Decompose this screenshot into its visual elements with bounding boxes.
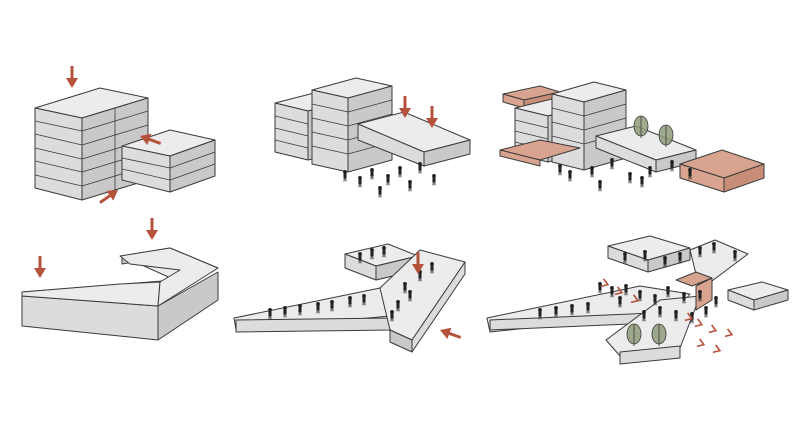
red-arrow-icon [146, 218, 158, 240]
person-figure-icon [704, 306, 708, 318]
tree-icon [626, 323, 642, 346]
bridge-slab [595, 125, 697, 173]
l-shaped-slab [21, 247, 219, 341]
tall-block-right [551, 81, 627, 171]
person-figure-icon [714, 296, 718, 308]
red-arrow-icon [399, 96, 411, 118]
red-arrow-icon [426, 106, 438, 128]
person-figure-icon [558, 164, 562, 176]
bridge-slab [357, 111, 471, 167]
right-pavilion [727, 281, 789, 311]
upper-left-block [607, 235, 691, 273]
person-figure-icon [598, 180, 602, 192]
red-arrow-icon [696, 338, 706, 348]
diagram-massing-step-3 [499, 81, 765, 193]
arrow-layer [34, 66, 734, 354]
red-arrow-icon [440, 327, 462, 340]
red-arrow-icon [712, 344, 722, 354]
person-figure-icon [670, 160, 674, 172]
person-figure-icon [378, 186, 382, 198]
person-figure-icon [640, 176, 644, 188]
diagram-massing-step-4 [21, 247, 219, 341]
person-figure-icon [598, 282, 602, 294]
highlighted-core [675, 271, 713, 311]
red-arrow-icon [684, 312, 694, 322]
diagram-massing-step-2 [274, 77, 471, 173]
red-arrow-icon [600, 278, 610, 288]
person-figure-icon [610, 158, 614, 170]
red-arrow-icon [34, 256, 46, 278]
person-figure-icon [590, 166, 594, 178]
red-arrow-icon [140, 133, 162, 146]
diagram-massing-step-1 [34, 87, 216, 201]
person-figure-icon [358, 176, 362, 188]
person-figure-icon [370, 168, 374, 180]
person-figure-icon [418, 162, 422, 174]
person-figure-icon [386, 174, 390, 186]
red-arrow-icon [708, 324, 718, 334]
red-arrow-icon [694, 318, 704, 328]
tree-icon [658, 124, 674, 147]
diagonal-ramp [379, 249, 466, 353]
person-figure-icon [398, 166, 402, 178]
diagram-massing-step-5 [233, 243, 466, 353]
podium-plinth [499, 139, 581, 167]
tree-icon [633, 115, 649, 138]
red-arrow-icon [412, 252, 424, 274]
person-figure-icon [343, 170, 347, 182]
red-arrow-icon [724, 328, 734, 338]
person-figure-icon [628, 172, 632, 184]
person-figure-icon [648, 166, 652, 178]
red-arrow-icon [99, 190, 118, 204]
red-arrow-icon [614, 286, 624, 296]
red-arrow-icon [630, 294, 640, 304]
red-arrow-icon [66, 66, 78, 88]
low-block [121, 129, 216, 193]
person-figure-icon [408, 180, 412, 192]
person-figure-icon [568, 170, 572, 182]
tree-icon [651, 323, 667, 346]
person-figure-icon [432, 174, 436, 186]
